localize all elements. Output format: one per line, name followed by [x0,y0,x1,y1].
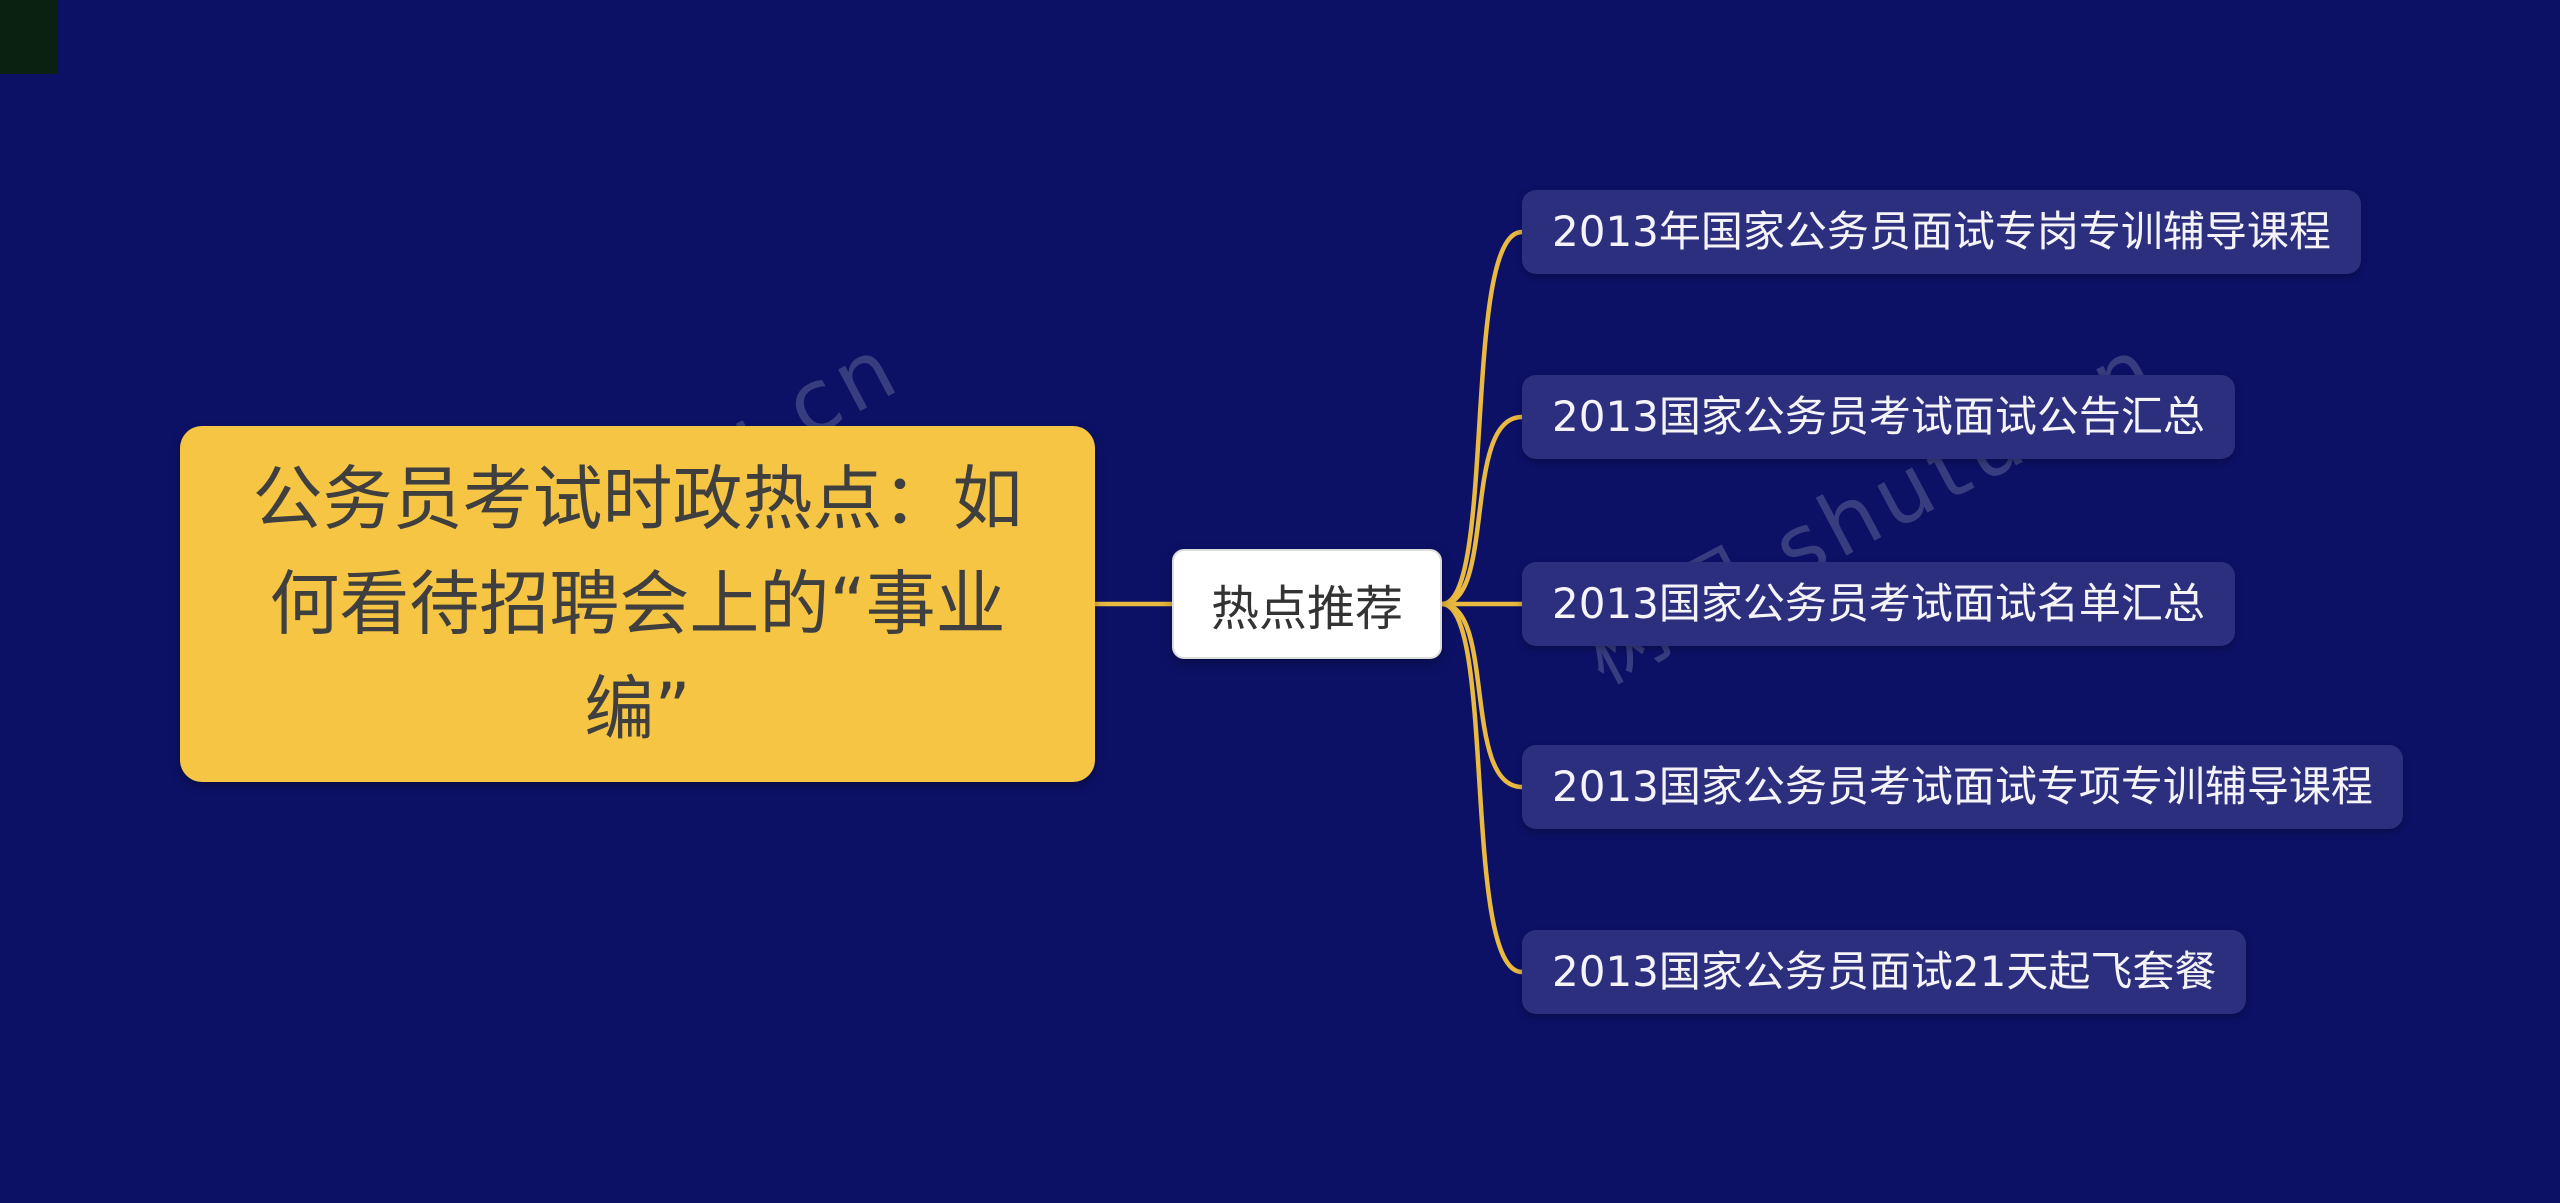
branch-node[interactable]: 2013国家公务员考试面试名单汇总 [1522,562,2235,647]
connector-hub-branch-2 [1439,414,1525,607]
connector-hub-branch-1 [1439,229,1525,607]
connector-hub-branch-4 [1439,601,1525,790]
branch-label: 2013国家公务员考试面试名单汇总 [1552,579,2205,628]
branch-label: 2013国家公务员面试21天起飞套餐 [1552,947,2217,996]
branch-label: 2013国家公务员考试面试专项专训辅导课程 [1552,762,2373,811]
branch-label: 2013国家公务员考试面试公告汇总 [1552,392,2205,441]
connector-hub-branch-5 [1439,601,1525,975]
branch-node[interactable]: 2013年国家公务员面试专岗专训辅导课程 [1522,190,2361,275]
hub-node[interactable]: 热点推荐 [1172,549,1442,659]
hub-label: 热点推荐 [1210,581,1403,637]
corner-dark-patch [0,0,58,74]
branch-node[interactable]: 2013国家公务员考试面试公告汇总 [1522,375,2235,460]
root-topic-label: 公务员考试时政热点：如何看待招聘会上的“事业编” [252,457,1023,750]
branch-node[interactable]: 2013国家公务员考试面试专项专训辅导课程 [1522,745,2403,830]
branch-node[interactable]: 2013国家公务员面试21天起飞套餐 [1522,930,2247,1015]
branch-label: 2013年国家公务员面试专岗专训辅导课程 [1552,207,2331,256]
root-topic-node[interactable]: 公务员考试时政热点：如何看待招聘会上的“事业编” [180,426,1095,782]
